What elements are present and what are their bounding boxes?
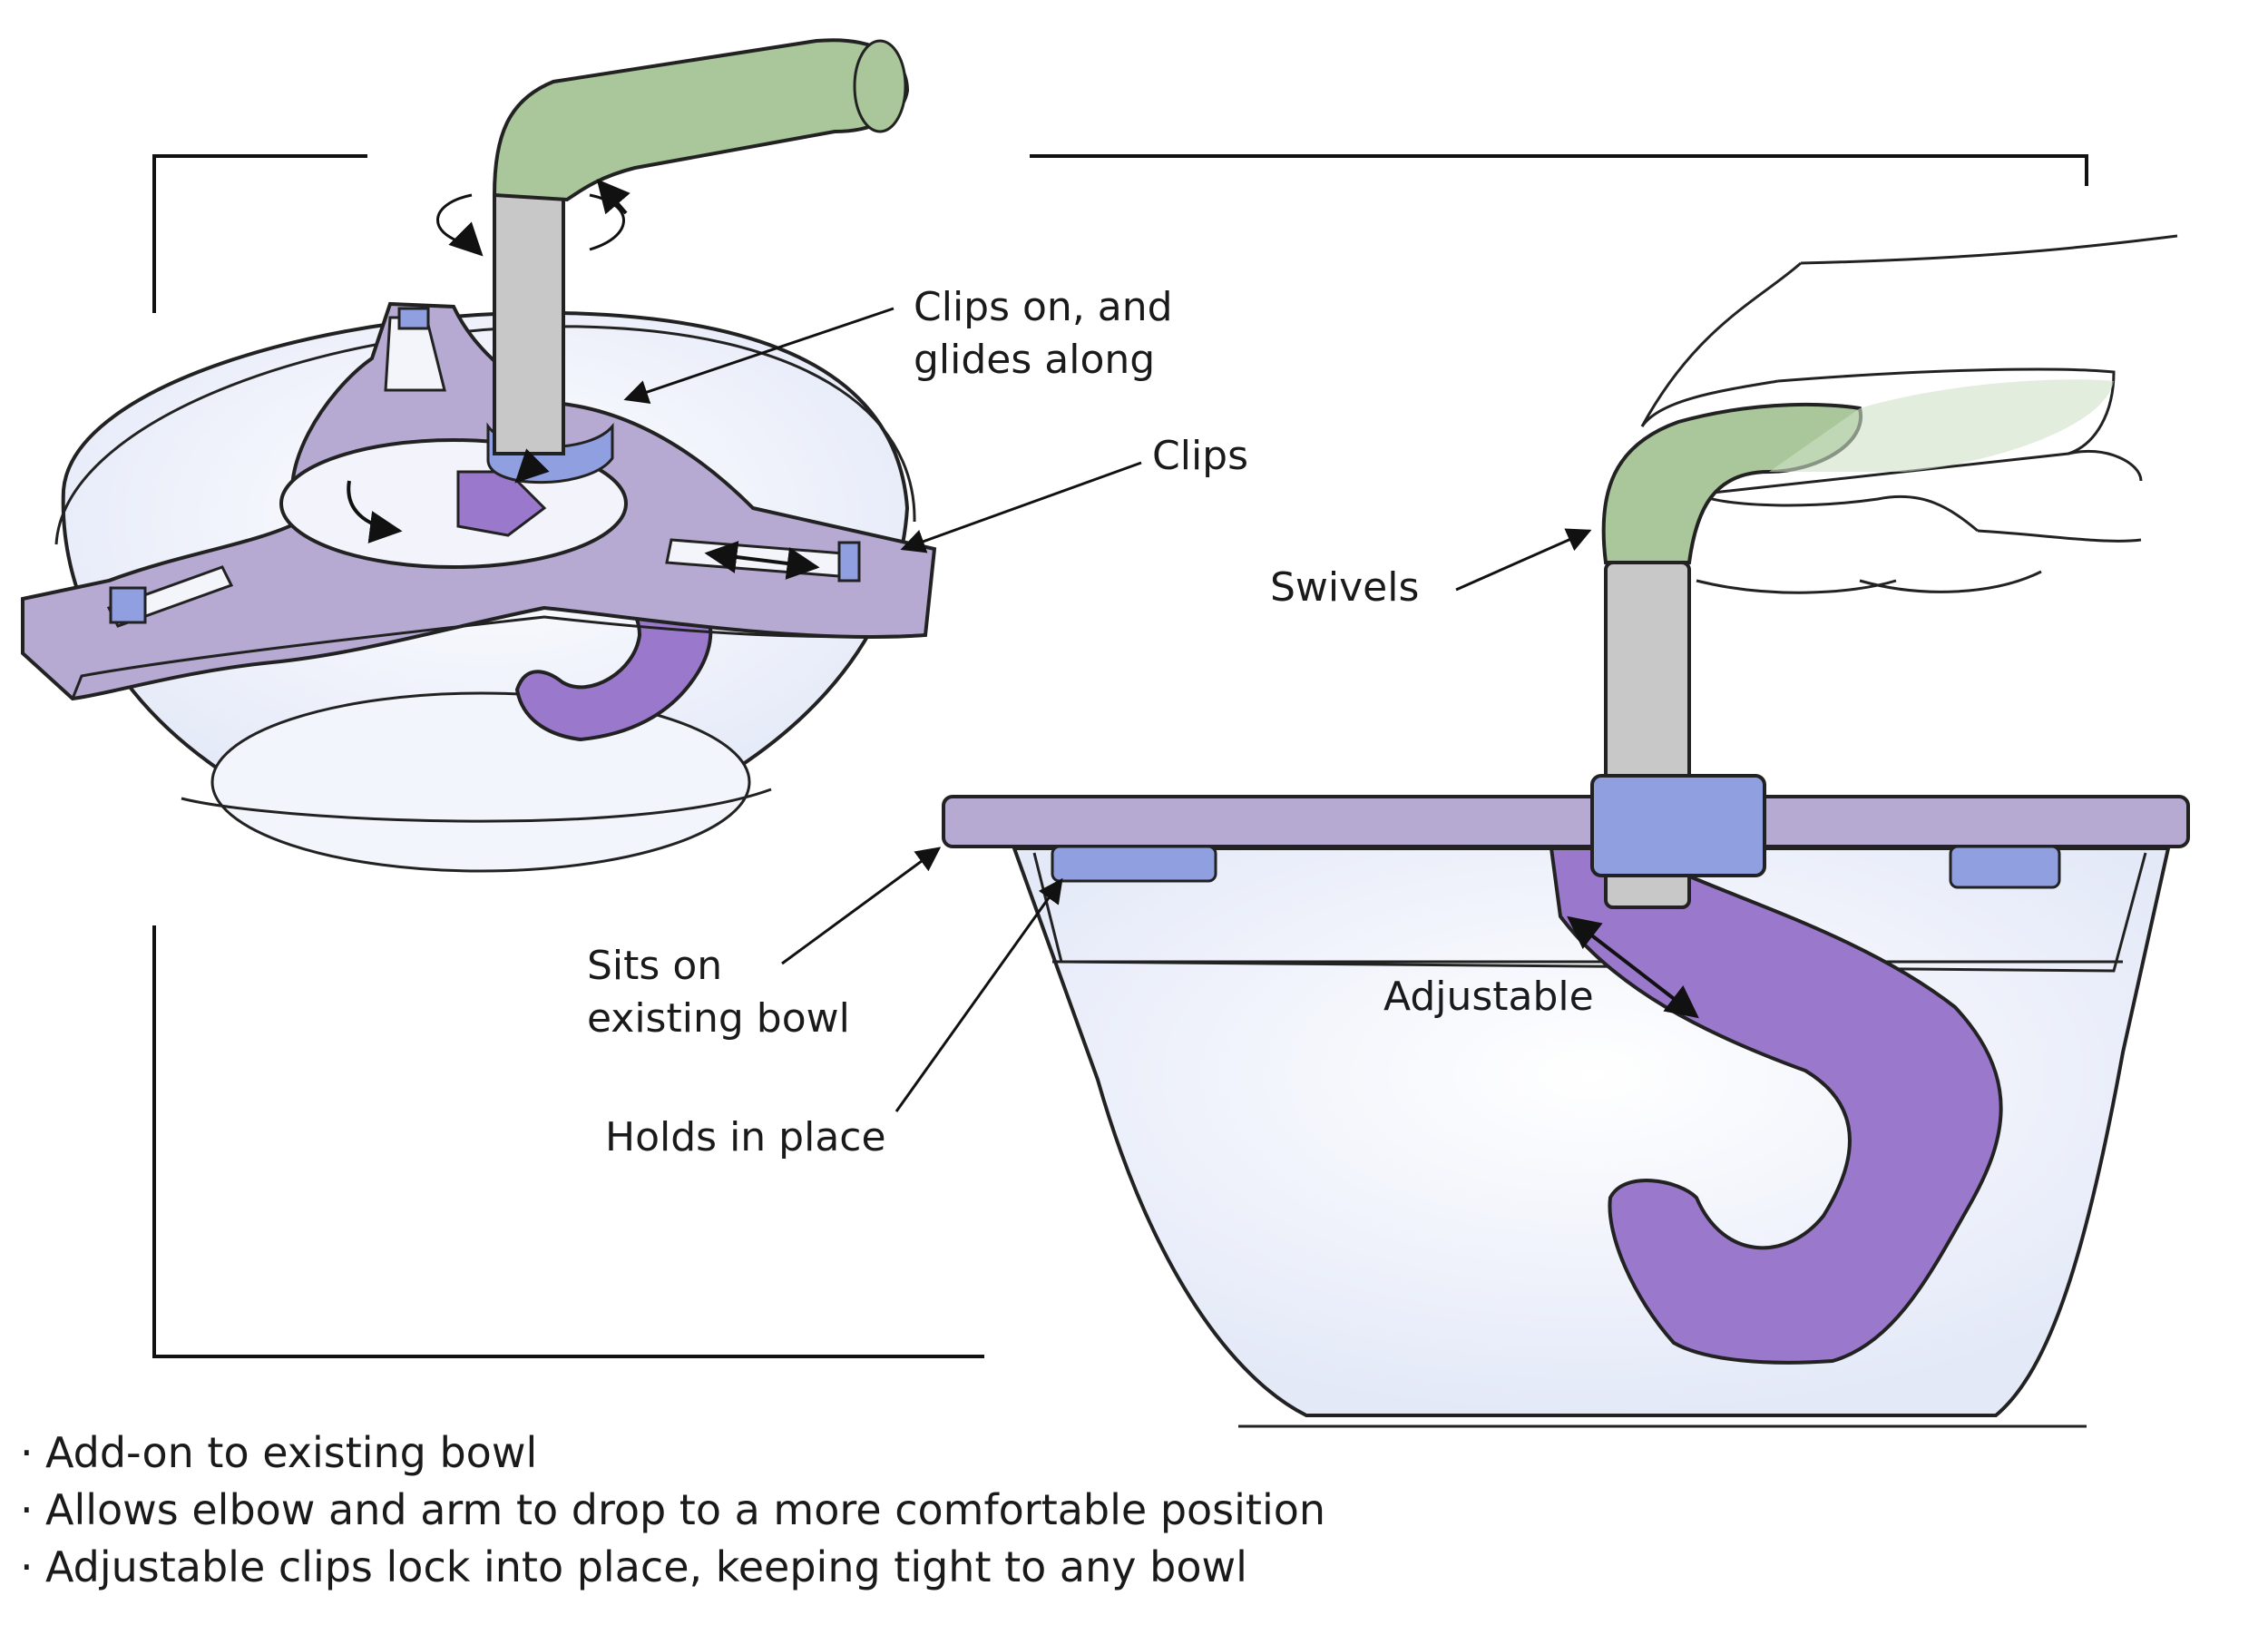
clip-left <box>109 586 147 624</box>
callout-clips-on: Clips on, and glides along <box>914 281 1173 387</box>
callout-sits-on-line2: existing bowl <box>587 995 850 1042</box>
motion-arrows-perspective <box>347 179 820 580</box>
note-marker: · <box>20 1428 34 1477</box>
note-marker: · <box>20 1485 34 1534</box>
callout-clips-on-line2: glides along <box>914 337 1156 383</box>
callout-swivels: Swivels <box>1270 564 1420 611</box>
perspective-view <box>21 38 937 873</box>
note-text: Add-on to existing bowl <box>45 1428 538 1477</box>
lid-bar <box>942 795 2190 848</box>
frame-lines <box>152 154 2088 1358</box>
motion-arrows-side <box>1567 915 1699 1019</box>
side-view <box>942 234 2190 1428</box>
note-text: Allows elbow and arm to drop to a more c… <box>45 1485 1326 1534</box>
callout-clips-on-line1: Clips on, and <box>914 284 1173 330</box>
note-text: Adjustable clips lock into place, keepin… <box>45 1542 1247 1591</box>
leader-lines <box>623 307 1592 1112</box>
note-marker: · <box>20 1542 34 1591</box>
callout-holds: Holds in place <box>605 1114 886 1160</box>
clip-side-right <box>1949 845 2061 889</box>
clip-side-left <box>1051 845 1217 883</box>
feature-notes: ·Add-on to existing bowl ·Allows elbow a… <box>20 1424 1325 1596</box>
callout-clips: Clips <box>1152 433 1249 479</box>
note-item: ·Add-on to existing bowl <box>20 1424 1325 1482</box>
hand-sketch <box>1640 234 2178 594</box>
callout-adjustable: Adjustable <box>1383 974 1594 1020</box>
callout-sits-on: Sits on existing bowl <box>587 940 850 1045</box>
shaft-side <box>1590 379 2114 909</box>
clip-right <box>837 541 861 582</box>
note-item: ·Adjustable clips lock into place, keepi… <box>20 1539 1325 1596</box>
callout-sits-on-line1: Sits on <box>587 943 723 989</box>
clip-top <box>397 307 430 330</box>
note-item: ·Allows elbow and arm to drop to a more … <box>20 1482 1325 1539</box>
